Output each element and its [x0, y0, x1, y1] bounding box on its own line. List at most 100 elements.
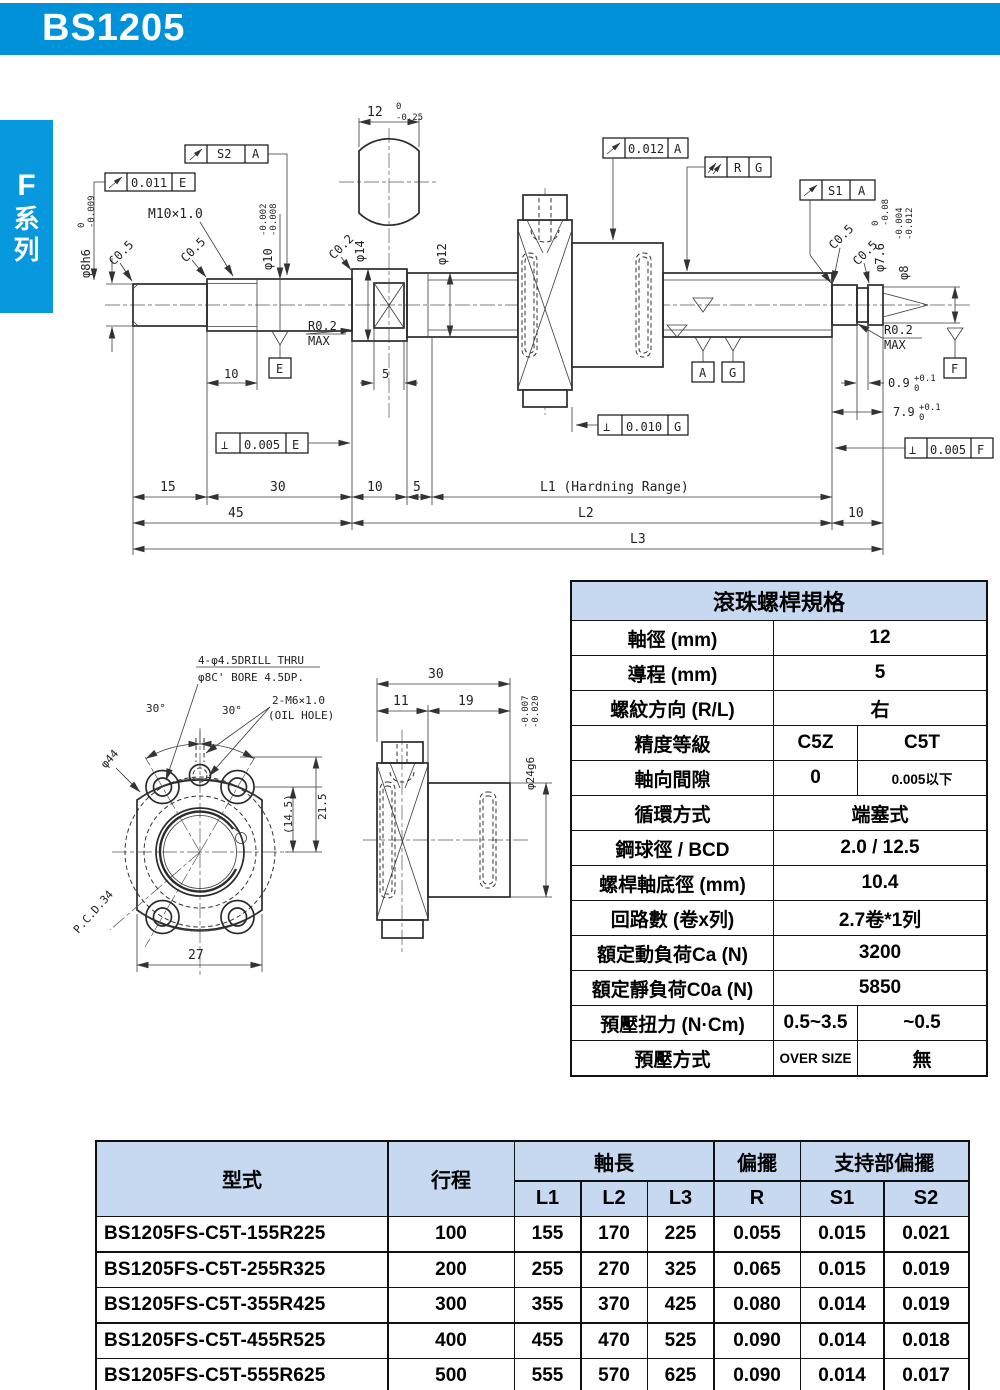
col-header-axis-length: 軸長 — [515, 1142, 713, 1180]
dia-8h6-sup: 0 — [77, 223, 87, 228]
spec-label: 精度等級 — [572, 726, 774, 760]
spec-value-c5z: OVER SIZE — [774, 1041, 858, 1075]
datum-f: F — [943, 327, 967, 379]
spec-value-c5z: C5Z — [774, 726, 858, 760]
groove-r02: R0.2 — [884, 323, 913, 337]
cell-s1: 0.014 — [801, 1323, 883, 1358]
cell-r: 0.055 — [714, 1217, 800, 1251]
spec-label: 額定靜負荷C0a (N) — [572, 971, 774, 1005]
dia-10-sub: -0.008 — [269, 203, 279, 236]
cell-s2: 0.019 — [884, 1288, 968, 1322]
nut-detail-views: 4-φ4.5DRILL THRU φ8C' BORE 4.5DP. 2-M6×1… — [71, 654, 552, 978]
fillet-max: MAX — [308, 334, 330, 348]
spec-value-c5t: 無 — [912, 1049, 932, 1071]
gdt-frame-s2: S2 A — [184, 144, 291, 276]
frame-0011-datum: E — [179, 176, 186, 190]
gdt-frame-perp-e: ⊥ 0.005 E — [215, 432, 351, 454]
dia-7-6-sup: 0 — [871, 221, 881, 226]
spec-label: 螺紋方向 (R/L) — [572, 691, 774, 725]
dim-14-5: (14.5) — [282, 794, 295, 834]
spec-value: 5 — [874, 662, 886, 683]
dim-7-9: 7.9 — [893, 405, 915, 419]
spec-label: 導程 (mm) — [572, 656, 774, 690]
frame-0012-value: 0.012 — [628, 142, 664, 156]
dia-24g6-sub: -0.020 — [531, 695, 541, 728]
page-title: BS1205 — [42, 7, 186, 49]
nut-side-dims: 30 11 19 φ24g6 -0.007 -0.020 — [376, 667, 552, 898]
cell-stroke: 100 — [388, 1217, 514, 1251]
frame-s1-value: S1 — [828, 184, 842, 198]
spec-value-c5t: C5T — [904, 732, 940, 753]
flange-front-view — [109, 728, 288, 978]
spec-value: 12 — [869, 627, 891, 648]
cell-s1: 0.014 — [801, 1288, 883, 1322]
bottom-dims: 15 30 10 5 L1 (Hardning Range) 45 L2 10 … — [132, 326, 884, 555]
dia-8h6: φ8h6 — [79, 249, 93, 278]
cell-l3: 225 — [648, 1217, 713, 1251]
col-header-l1: L1 — [515, 1181, 580, 1216]
dim-11: 11 — [393, 694, 409, 709]
spec-value: 3200 — [858, 942, 902, 963]
dim-0-9: 0.9 — [888, 376, 910, 390]
series-tab: F 系 列 — [0, 120, 53, 313]
cell-model: BS1205FS-C5T-355R425 — [97, 1288, 387, 1322]
spec-value: 2.7卷*1列 — [838, 909, 922, 931]
gdt-frame-0012a: 0.012 A — [602, 137, 689, 241]
dim-10-thread: 10 — [224, 367, 238, 381]
frame-pe-value: 0.005 — [244, 438, 280, 452]
spec-label: 循環方式 — [572, 796, 774, 830]
cell-s2: 0.018 — [884, 1323, 968, 1358]
runout-icon — [606, 142, 621, 155]
gdt-frame-perp-g: ⊥ 0.010 G — [571, 407, 689, 436]
spec-value-c5t: ~0.5 — [903, 1012, 941, 1033]
spec-label: 回路數 (卷x列) — [572, 901, 774, 935]
cell-stroke: 500 — [388, 1359, 514, 1390]
dim-19: 19 — [458, 694, 474, 709]
runout-icon — [189, 148, 203, 161]
dim-12: 12 — [367, 105, 383, 120]
series-letter: F — [17, 168, 36, 202]
runout-icon — [803, 184, 818, 197]
snap-ring — [158, 810, 238, 893]
cell-s2: 0.017 — [884, 1359, 968, 1390]
dim-across-flats: 12 0 -0.25 — [358, 102, 423, 147]
dia-10: φ10 — [261, 248, 275, 270]
cell-l2: 170 — [581, 1217, 647, 1251]
cell-l1: 355 — [515, 1288, 580, 1322]
cell-r: 0.080 — [714, 1288, 800, 1322]
cell-l3: 625 — [648, 1359, 713, 1390]
dim-30: 30 — [270, 480, 286, 495]
cell-r: 0.090 — [714, 1323, 800, 1358]
series-char-2: 列 — [13, 234, 40, 265]
spec-value: 2.0 / 12.5 — [840, 837, 920, 858]
gdt-frame-s1: S1 A — [799, 179, 876, 284]
shaft-profile — [132, 138, 519, 342]
datum-a: A — [691, 336, 715, 383]
datum-f-label: F — [951, 362, 958, 376]
nut-side-view — [363, 730, 528, 952]
dia-7-6: φ7.6 — [873, 243, 887, 272]
cell-stroke: 200 — [388, 1252, 514, 1287]
gdt-frame-0011e: 0.011 E — [90, 172, 196, 281]
oil-hole-note2: (OIL HOLE) — [268, 709, 334, 722]
cell-stroke: 400 — [388, 1323, 514, 1358]
title-bar: BS1205 — [0, 3, 1000, 55]
dim-l2: L2 — [578, 506, 594, 521]
cell-r: 0.065 — [714, 1252, 800, 1287]
spec-label: 額定動負荷Ca (N) — [572, 936, 774, 970]
col-header-s2: S2 — [884, 1181, 968, 1216]
cell-r: 0.090 — [714, 1359, 800, 1390]
cell-l2: 270 — [581, 1252, 647, 1287]
screw-shaft-right — [662, 272, 929, 338]
col-header-model: 型式 — [97, 1142, 387, 1216]
spec-value-c5z: 0.5~3.5 — [774, 1006, 858, 1040]
dim-0-9-sup: +0.1 — [914, 374, 936, 384]
spec-label: 預壓方式 — [572, 1041, 774, 1075]
model-table: 型式 行程 軸長 偏擺 支持部偏擺 L1 L2 L3 R S1 S2 BS120… — [95, 1140, 970, 1390]
cell-s2: 0.019 — [884, 1252, 968, 1287]
dia-8: φ8 — [897, 266, 911, 280]
spec-value: 端塞式 — [851, 804, 909, 826]
runout-icon — [108, 176, 123, 189]
frame-rg-value: R — [734, 161, 742, 175]
frame-0012-datum: A — [674, 142, 682, 156]
